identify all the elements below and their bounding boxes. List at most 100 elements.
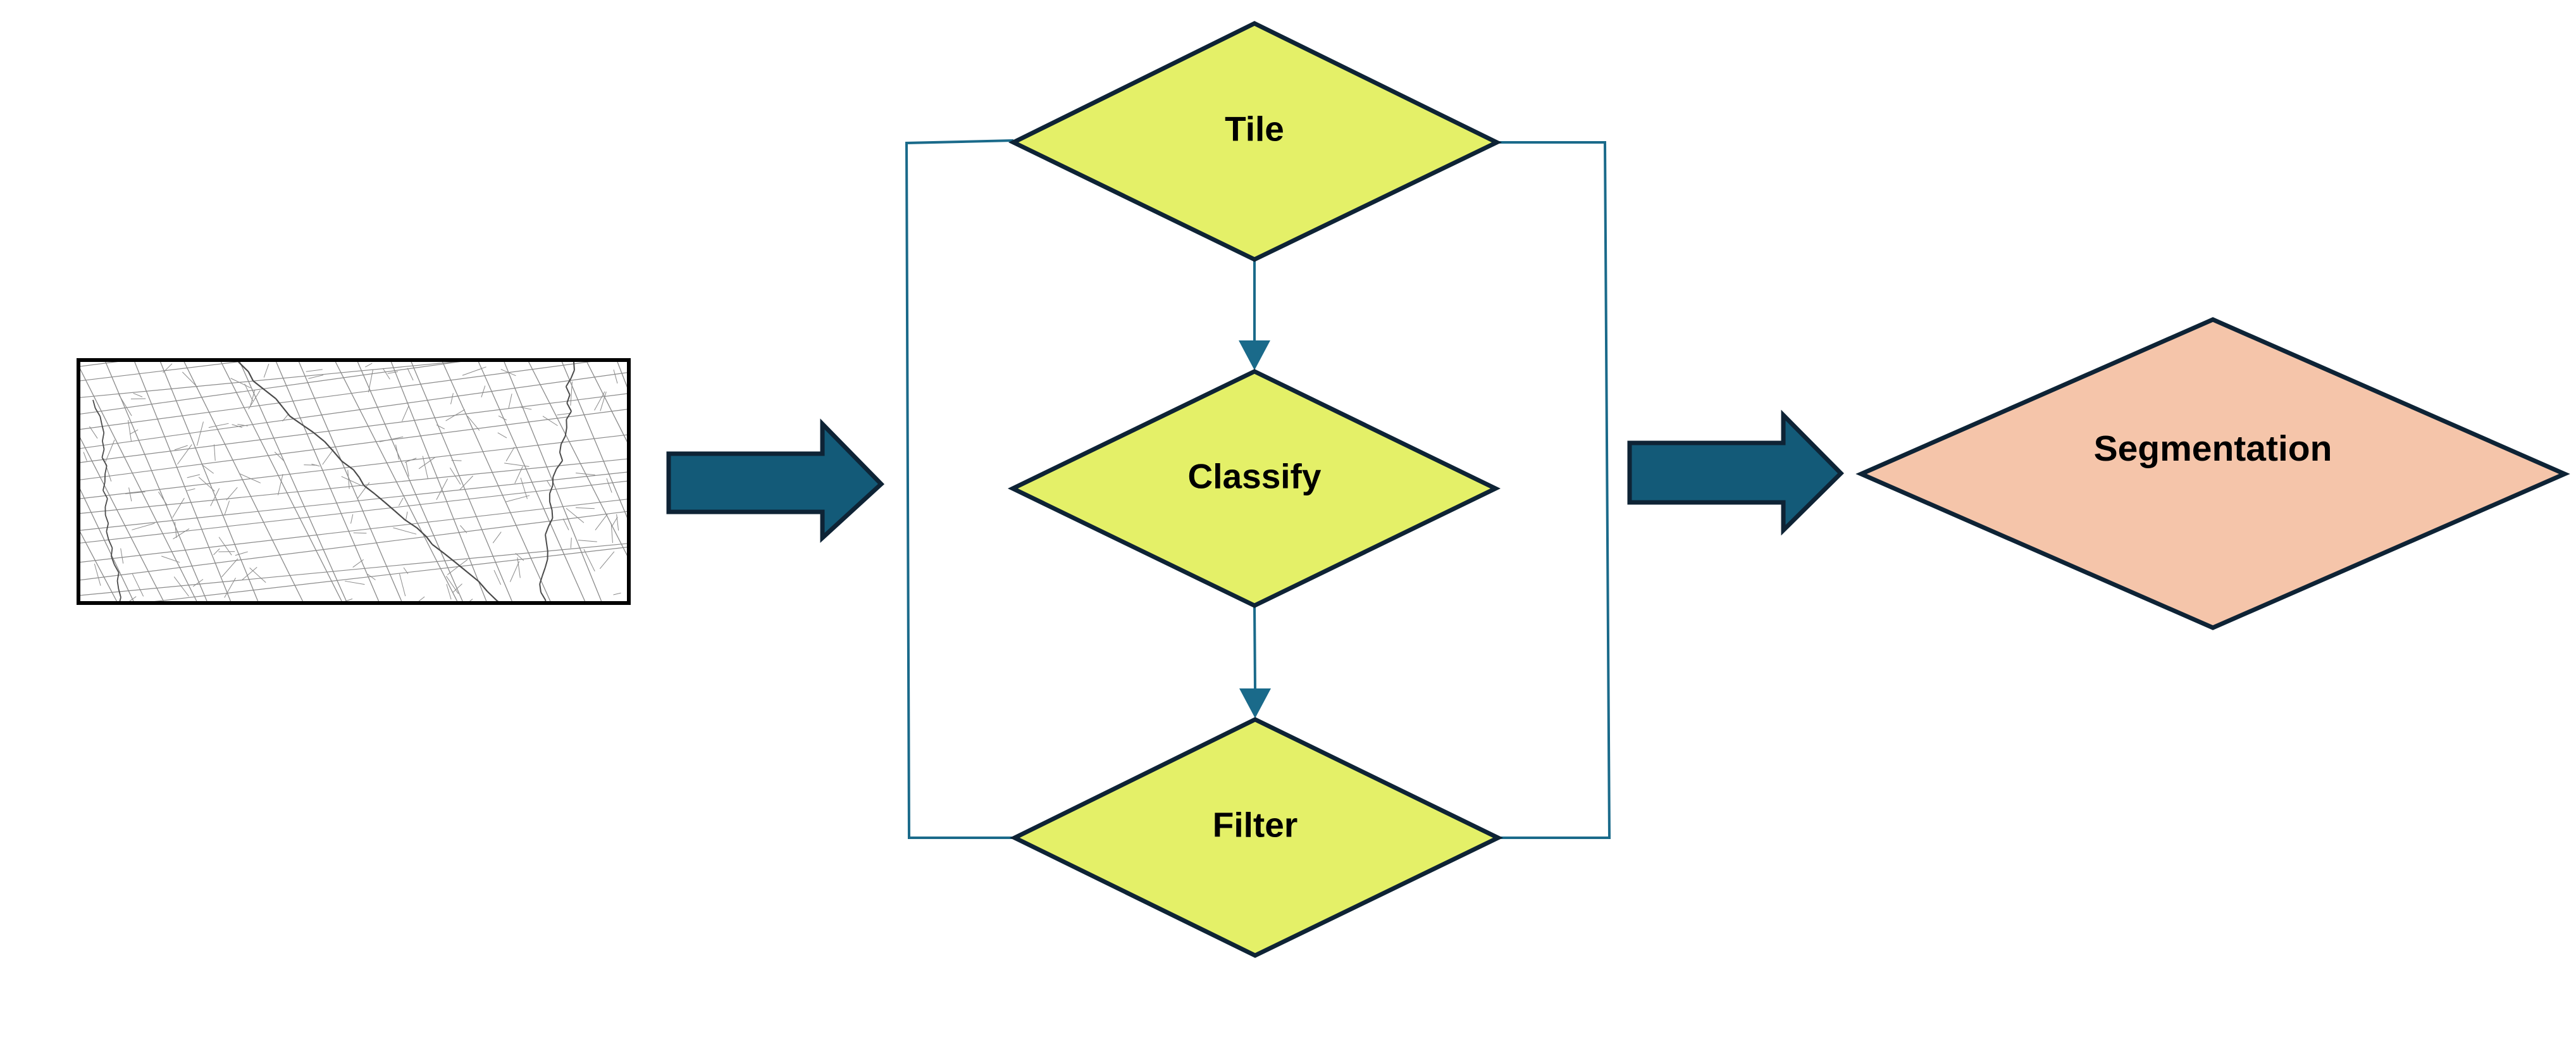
map-parcel-line <box>80 511 627 581</box>
map-parcel-line <box>104 514 109 524</box>
map-parcel-line <box>610 523 613 544</box>
map-parcel-line <box>99 416 102 425</box>
map-parcel-line <box>606 478 612 493</box>
map-parcel-line <box>509 561 520 582</box>
map-parcel-line <box>393 510 406 521</box>
map-parcel-line <box>399 573 406 597</box>
map-parcel-line <box>128 487 132 502</box>
map-parcel-line <box>213 444 216 461</box>
map-parcel-line <box>174 521 177 538</box>
map-parcel-line <box>595 513 608 531</box>
map-parcel-line <box>80 362 240 382</box>
map-parcel-line <box>509 609 512 618</box>
map-parcel-line <box>565 378 572 387</box>
map-parcel-line <box>187 488 195 492</box>
map-parcel-line <box>436 425 445 430</box>
map-parcel-line <box>102 440 105 450</box>
map-parcel-line <box>173 576 189 597</box>
map-parcel-line <box>106 531 109 540</box>
map-parcel-line <box>324 441 334 452</box>
map-parcel-line <box>102 482 106 491</box>
map-parcel-line <box>447 559 468 575</box>
map-parcel-line <box>80 434 627 499</box>
map-parcel-line <box>224 578 236 598</box>
map-parcel-line <box>313 432 325 442</box>
map-parcel-line <box>92 399 96 409</box>
map-parcel-line <box>486 590 498 601</box>
map-parcel-line <box>514 466 523 484</box>
map-parcel-line <box>89 426 98 439</box>
map-parcel-line <box>566 411 572 420</box>
map-parcel-line <box>289 415 302 425</box>
map-parcel-line <box>446 583 452 600</box>
map-parcel-line <box>80 437 164 601</box>
classify-node: Classify <box>1007 369 1501 608</box>
map-parcel-line <box>539 583 542 593</box>
output-arrow <box>1627 409 1844 536</box>
map-parcel-line <box>94 563 101 586</box>
map-parcel-line <box>274 451 285 462</box>
map-parcel-line <box>344 598 353 601</box>
map-parcel-line <box>102 432 105 442</box>
map-parcel-line <box>546 480 552 487</box>
map-parcel-line <box>548 501 553 511</box>
map-parcel-line <box>125 491 146 494</box>
tile-label: Tile <box>1225 109 1284 149</box>
map-parcel-line <box>264 390 276 400</box>
map-parcel-line <box>431 544 445 555</box>
map-parcel-line <box>395 444 399 460</box>
map-parcel-line <box>278 474 283 495</box>
map-parcel-line <box>599 551 615 569</box>
map-parcel-line <box>444 553 456 563</box>
map-parcel-line <box>173 528 190 540</box>
map-parcel-line <box>120 548 124 564</box>
map-parcel-line <box>133 393 143 397</box>
map-parcel-line <box>357 362 463 601</box>
map-parcel-line <box>118 394 132 416</box>
map-parcel-line <box>352 559 364 568</box>
map-parcel-line <box>539 575 543 585</box>
map-parcel-line <box>548 485 554 494</box>
map-parcel-line <box>80 362 458 398</box>
map-parcel-line <box>407 368 414 381</box>
map-parcel-line <box>332 451 343 462</box>
map-parcel-line <box>111 547 113 557</box>
map-parcel-line <box>505 447 515 462</box>
map-parcel-line <box>545 526 549 535</box>
map-parcel-line <box>467 416 480 431</box>
map-parcel-line <box>561 362 627 518</box>
map-parcel-line <box>566 507 585 523</box>
map-parcel-line <box>80 409 627 480</box>
map-parcel-line <box>252 380 266 391</box>
map-parcel-line <box>240 473 261 483</box>
map-parcel-line <box>411 362 512 601</box>
segmentation-node: Segmentation <box>1855 317 2570 630</box>
map-parcel-line <box>504 463 529 467</box>
classify-to-filter-arrowhead <box>1239 688 1271 718</box>
map-parcel-line <box>379 436 404 442</box>
map-parcel-line <box>174 445 188 451</box>
map-parcel-line <box>232 424 243 428</box>
map-parcel-line <box>512 618 521 625</box>
map-parcel-line <box>616 514 619 531</box>
map-parcel-line <box>221 558 238 578</box>
map-parcel-line <box>545 542 548 552</box>
map-parcel-line <box>565 386 571 395</box>
map-parcel-line <box>449 467 461 485</box>
map-parcel-line <box>508 394 512 409</box>
map-parcel-line <box>80 531 117 601</box>
map-parcel-line <box>570 381 573 406</box>
map-parcel-line <box>183 362 304 601</box>
map-parcel-line <box>134 362 232 601</box>
map-parcel-line <box>129 596 137 601</box>
map-parcel-line <box>244 383 254 401</box>
map-parcel-line <box>613 592 621 595</box>
map-parcel-line <box>566 394 571 404</box>
map-parcel-line <box>196 421 204 446</box>
map-parcel-line <box>542 567 546 576</box>
map-parcel-line <box>497 432 507 439</box>
map-parcel-line <box>515 552 524 561</box>
map-parcel-line <box>426 536 433 545</box>
map-parcel-line <box>555 460 563 470</box>
map-parcel-line <box>202 464 214 474</box>
